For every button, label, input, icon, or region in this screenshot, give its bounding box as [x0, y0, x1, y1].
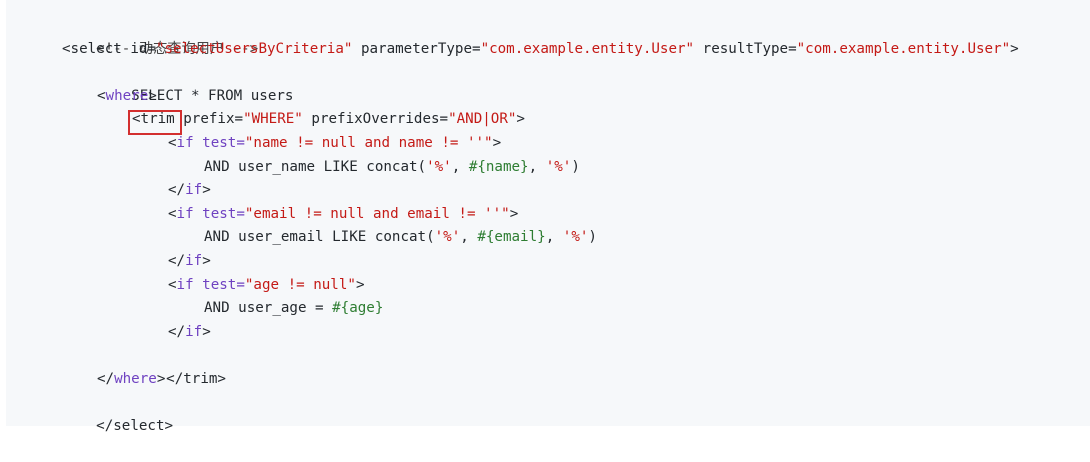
code-line-email-condition: AND user_email LIKE concat('%', #{email}… — [204, 226, 597, 250]
name-condition-prefix: AND user_name LIKE concat( — [204, 158, 427, 175]
email-condition-separator-1: , — [460, 229, 478, 246]
trim-prefixoverrides-attr: prefixOverrides= — [302, 111, 449, 128]
code-line-trim-open: <trim prefix="WHERE" prefixOverrides="AN… — [132, 108, 525, 132]
where-open-lt: < — [97, 87, 106, 104]
if-tag-name: if — [176, 276, 194, 293]
if-open-lt: < — [168, 135, 177, 151]
if-close-gt: > — [202, 182, 211, 199]
trim-prefix-attr: prefix= — [174, 111, 244, 128]
email-condition-percent-left: '%' — [434, 229, 461, 246]
if-tag-name: if — [176, 135, 194, 151]
if-name-test-value: "name != null and name != ''" — [244, 135, 493, 151]
age-condition-prefix: AND user_age = — [204, 300, 333, 317]
trim-close-tag: </trim> — [166, 370, 226, 387]
code-line-comment: <!-- 动态查询用户 --> — [62, 14, 258, 57]
if-close-gt: > — [202, 323, 211, 340]
code-line-where-close: </where> — [97, 368, 165, 392]
if-close-tag-name: if — [185, 182, 203, 199]
where-close-lt: </ — [97, 371, 115, 387]
name-condition-separator-1: , — [451, 158, 469, 175]
code-line-trim-close: </trim> — [132, 344, 226, 387]
code-line-select-close: </select> — [62, 392, 173, 434]
email-condition-separator-2: , — [545, 229, 563, 246]
code-line-name-condition: AND user_name LIKE concat('%', #{name}, … — [204, 156, 580, 180]
if-close-lt: </ — [168, 323, 186, 340]
code-line-if-age-close: </if> — [168, 321, 211, 345]
where-close-gt: > — [156, 371, 166, 387]
code-line-if-name-close: </if> — [168, 179, 211, 203]
if-open-gt: > — [509, 205, 519, 222]
name-condition-separator-2: , — [528, 158, 546, 175]
email-condition-expression: #{email} — [477, 229, 546, 246]
name-condition-expression: #{name} — [468, 158, 529, 175]
email-condition-close-paren: ) — [588, 229, 597, 246]
if-close-tag-name: if — [185, 253, 203, 269]
code-line-if-email-close: </if> — [168, 250, 211, 274]
select-id-attr: id= — [130, 40, 156, 57]
if-tag-name: if — [176, 205, 194, 222]
code-line-where-open: <where> — [97, 85, 157, 109]
code-line-sql-select: SELECT * FROM users — [97, 61, 293, 104]
if-open-lt: < — [168, 276, 177, 293]
if-test-attr: test= — [193, 276, 245, 293]
if-open-gt: > — [492, 135, 502, 151]
if-test-attr: test= — [193, 205, 245, 222]
if-open-lt: < — [168, 205, 177, 222]
sql-select-statement: SELECT * FROM users — [131, 87, 294, 104]
email-condition-percent-right: '%' — [562, 229, 589, 246]
code-line-select-open: <select id="selectUsersByCriteria" param… — [62, 38, 1019, 62]
if-close-gt: > — [202, 253, 211, 269]
where-tag-name: where — [105, 87, 149, 104]
select-close-tag: </select> — [96, 418, 174, 435]
xml-comment: <!-- 动态查询用户 --> — [96, 40, 259, 57]
code-block: <!-- 动态查询用户 --> <select id="selectUsersB… — [6, 0, 1090, 434]
if-test-attr: test= — [193, 135, 245, 151]
age-condition-expression: #{age} — [332, 300, 384, 317]
email-condition-prefix: AND user_email LIKE concat( — [204, 229, 435, 246]
select-id-value: "selectUsersByCriteria" — [155, 40, 353, 57]
if-close-lt: </ — [168, 253, 186, 269]
if-open-gt: > — [355, 276, 365, 293]
where-open-gt: > — [148, 87, 157, 104]
trim-prefix-value: "WHERE" — [243, 111, 303, 128]
select-resulttype-attr: resultType= — [694, 40, 797, 57]
if-age-test-value: "age != null" — [244, 276, 356, 293]
if-close-tag-name: if — [185, 323, 203, 340]
code-line-if-age-open: <if test="age != null"> — [168, 274, 364, 298]
name-condition-percent-left: '%' — [426, 158, 452, 175]
select-open-tag-end: > — [1010, 40, 1019, 57]
code-line-if-email-open: <if test="email != null and email != ''"… — [168, 203, 518, 227]
if-close-lt: </ — [168, 182, 186, 199]
select-open-tag: <select — [62, 40, 131, 57]
name-condition-close-paren: ) — [571, 158, 580, 175]
select-parametertype-value: "com.example.entity.User" — [480, 40, 695, 57]
select-parametertype-attr: parameterType= — [352, 40, 481, 57]
if-email-test-value: "email != null and email != ''" — [244, 205, 510, 222]
trim-prefixoverrides-value: "AND|OR" — [448, 111, 517, 128]
trim-open-gt: > — [516, 111, 525, 128]
select-resulttype-value: "com.example.entity.User" — [796, 40, 1011, 57]
code-line-if-name-open: <if test="name != null and name != ''"> — [168, 132, 501, 156]
code-line-age-condition: AND user_age = #{age} — [204, 297, 383, 321]
name-condition-percent-right: '%' — [545, 158, 572, 175]
trim-open-tag: <trim — [132, 111, 175, 128]
where-close-tag-name: where — [114, 371, 157, 387]
